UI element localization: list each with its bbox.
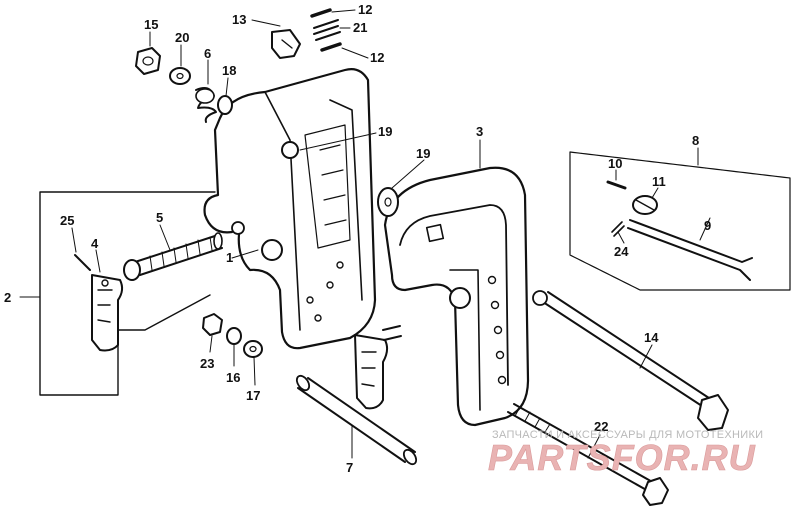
group-2-outline <box>19 191 216 396</box>
tube-7 <box>295 374 418 466</box>
cotter-pin-24 <box>611 221 625 237</box>
callout-8: 8 <box>692 133 699 148</box>
bolt-22 <box>507 403 669 506</box>
group-8-outline <box>569 147 791 291</box>
callout-4: 4 <box>91 236 99 251</box>
callout-16: 16 <box>226 370 240 385</box>
callout-5: 5 <box>156 210 163 225</box>
pins-12-21 <box>310 8 342 52</box>
callout-21: 21 <box>353 20 367 35</box>
callout-15: 15 <box>144 17 158 32</box>
callout-17: 17 <box>246 388 260 403</box>
clamp-handle-left <box>91 274 124 352</box>
clamp-bracket-right <box>383 166 530 427</box>
callout-3: 3 <box>476 124 483 139</box>
callout-12-top: 12 <box>358 2 372 17</box>
clamp-bracket-left <box>203 68 377 350</box>
callout-6: 6 <box>204 46 211 61</box>
pin-25 <box>74 254 91 271</box>
latch-13 <box>271 29 301 59</box>
callout-20: 20 <box>175 30 189 45</box>
callout-1: 1 <box>226 250 233 265</box>
rod-9 <box>627 219 753 281</box>
callout-19-right: 19 <box>416 146 430 161</box>
watermark-logo: PARTSFOR.RU <box>488 437 756 478</box>
washer-16 <box>226 327 242 345</box>
washer-18 <box>217 95 233 115</box>
callout-11: 11 <box>652 174 666 189</box>
clamp-handle-right <box>354 325 402 410</box>
callout-13: 13 <box>232 12 246 27</box>
washer-17 <box>243 340 263 358</box>
washer-20 <box>169 67 191 85</box>
callout-25: 25 <box>60 213 74 228</box>
washer-19-right <box>377 187 399 217</box>
callout-23: 23 <box>200 356 214 371</box>
tilt-bolt-14 <box>532 290 729 431</box>
knob-11 <box>632 195 658 215</box>
callout-12-bottom: 12 <box>370 50 384 65</box>
nut-23 <box>202 313 223 336</box>
pin-10 <box>606 180 627 190</box>
leader-lines <box>71 9 711 459</box>
watermark: ЗАПЧАСТИ И АКСЕССУАРЫ ДЛЯ МОТОТЕХНИКИ PA… <box>488 429 763 478</box>
callout-22: 22 <box>594 419 608 434</box>
callout-9: 9 <box>704 218 711 233</box>
callout-7: 7 <box>346 460 353 475</box>
watermark-tagline: ЗАПЧАСТИ И АКСЕССУАРЫ ДЛЯ МОТОТЕХНИКИ <box>492 429 763 441</box>
clamp-screw-left <box>123 232 223 281</box>
callout-labels: 15 20 6 18 13 12 21 12 19 19 3 8 10 11 9… <box>4 2 711 475</box>
callout-2: 2 <box>4 290 11 305</box>
callout-18: 18 <box>222 63 236 78</box>
spring-6 <box>195 87 217 123</box>
nut-15 <box>135 47 161 75</box>
callout-24: 24 <box>614 244 629 259</box>
callout-14: 14 <box>644 330 659 345</box>
callout-10: 10 <box>608 156 622 171</box>
callout-19-top: 19 <box>378 124 392 139</box>
